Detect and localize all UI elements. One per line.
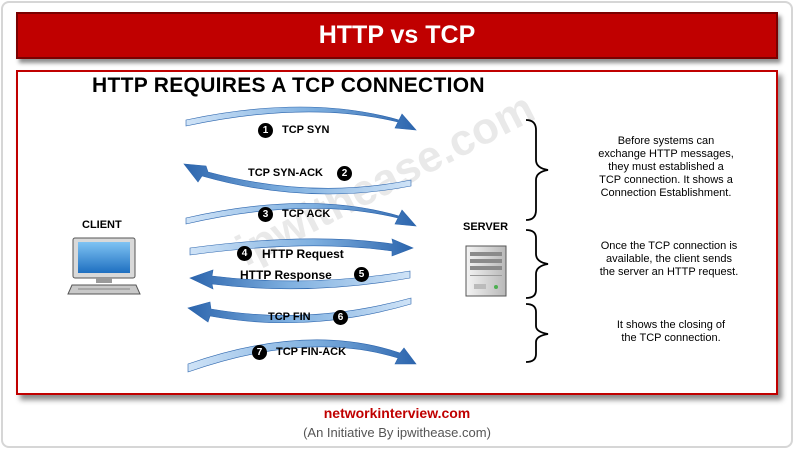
computer-icon	[67, 237, 141, 295]
step-label-6: TCP FIN	[268, 311, 311, 323]
footer-site: networkinterview.com	[323, 405, 471, 421]
step-label-1: TCP SYN	[282, 124, 330, 136]
server-icon	[465, 245, 507, 297]
step-badge-3: 3	[258, 207, 273, 222]
page-title: HTTP vs TCP	[318, 21, 476, 49]
step-badge-7: 7	[252, 345, 267, 360]
step-label-3: TCP ACK	[282, 208, 331, 220]
title-banner: HTTP vs TCP	[16, 12, 778, 59]
arrow-step-4	[189, 238, 414, 257]
note-connection-close: It shows the closing of the TCP connecti…	[616, 319, 726, 344]
step-label-4: HTTP Request	[262, 247, 344, 261]
step-label-2: TCP SYN-ACK	[248, 167, 323, 179]
brace-connection-setup	[525, 119, 549, 221]
step-label-5: HTTP Response	[240, 268, 332, 282]
arrow-step-2	[183, 163, 412, 195]
footer-tagline: (An Initiative By ipwithease.com)	[303, 425, 491, 440]
step-badge-1: 1	[258, 123, 273, 138]
handshake-diagram	[67, 106, 549, 373]
brace-connection-close	[525, 303, 549, 363]
note-connection-setup: Before systems can exchange HTTP message…	[598, 135, 734, 199]
step-badge-2: 2	[337, 166, 352, 181]
diagram-heading: HTTP REQUIRES A TCP CONNECTION	[92, 74, 485, 97]
diagram-panel: ipwithease.com HTTP REQUIRES A TCP CONNE…	[16, 70, 778, 395]
step-badge-5: 5	[354, 267, 369, 282]
outer-frame	[1, 1, 793, 448]
step-label-7: TCP FIN-ACK	[276, 346, 347, 358]
server-label: SERVER	[463, 221, 509, 233]
brace-http-exchange	[525, 229, 549, 299]
client-label: CLIENT	[82, 219, 122, 231]
step-badge-6: 6	[333, 310, 348, 325]
note-http-exchange: Once the TCP connection is available, th…	[599, 240, 739, 278]
arrow-step-5	[189, 269, 411, 290]
arrow-step-1	[185, 106, 417, 131]
step-badge-4: 4	[237, 246, 252, 261]
